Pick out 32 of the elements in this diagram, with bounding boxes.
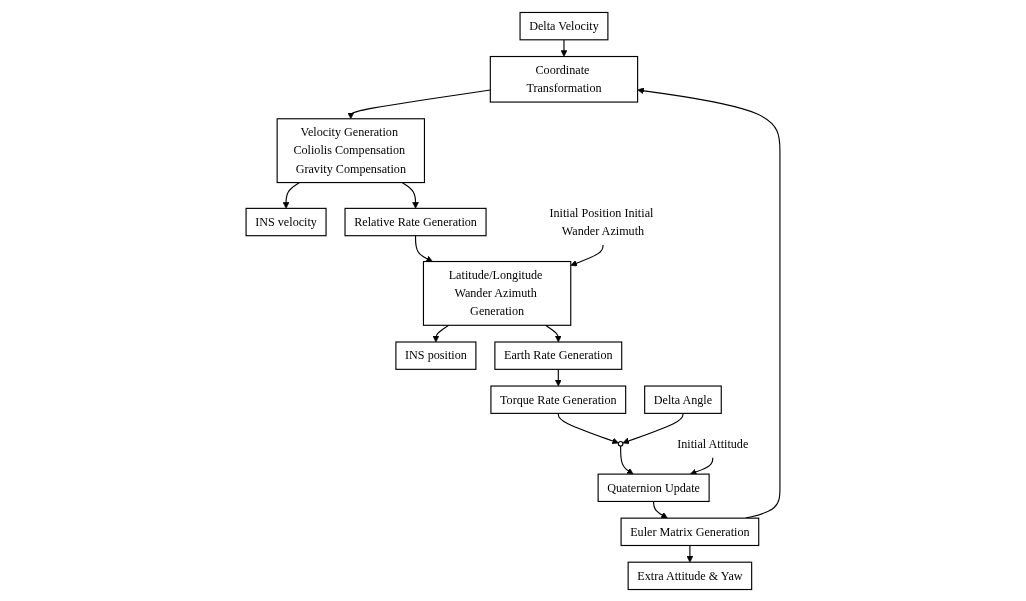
node-box: Latitude/Longitude Wander Azimuth Generation bbox=[422, 260, 572, 326]
node-text: Initial Attitude bbox=[677, 436, 749, 450]
arrow bbox=[432, 324, 450, 342]
arrow bbox=[545, 324, 562, 342]
node-box: Quaternion Update bbox=[597, 473, 710, 502]
node-box: Coordinate Transformation bbox=[489, 55, 639, 103]
node-box: Delta Angle bbox=[644, 384, 722, 414]
node-box: Velocity Generation Coliolis Compensation Gravity Compensation bbox=[276, 117, 425, 183]
node-box: Relative Rate Generation bbox=[344, 207, 487, 236]
node-box: INS position bbox=[395, 340, 477, 370]
arrow bbox=[686, 544, 694, 562]
arrow bbox=[622, 412, 684, 444]
arrow bbox=[653, 500, 668, 518]
node-box: Extra Attitude & Yaw bbox=[627, 561, 753, 590]
arrow bbox=[690, 456, 714, 475]
node-circle bbox=[617, 440, 624, 447]
node-box: Earth Rate Generation bbox=[494, 340, 623, 370]
arrow bbox=[570, 243, 604, 266]
arrow bbox=[401, 181, 419, 209]
node-box: Euler Matrix Generation bbox=[620, 517, 760, 546]
arrow bbox=[557, 412, 619, 444]
arrow bbox=[347, 89, 491, 119]
node-box: Torque Rate Generation bbox=[490, 384, 627, 414]
arrow bbox=[414, 234, 433, 262]
node-text: Initial Position Initial Wander Azimuth bbox=[549, 205, 654, 237]
node-box: INS velocity bbox=[245, 207, 327, 236]
arrow bbox=[554, 368, 562, 386]
arrow bbox=[282, 181, 301, 209]
arrow bbox=[637, 86, 781, 519]
arrow bbox=[560, 38, 568, 57]
node-box: Delta Velocity bbox=[519, 11, 609, 40]
arrow bbox=[620, 444, 634, 474]
